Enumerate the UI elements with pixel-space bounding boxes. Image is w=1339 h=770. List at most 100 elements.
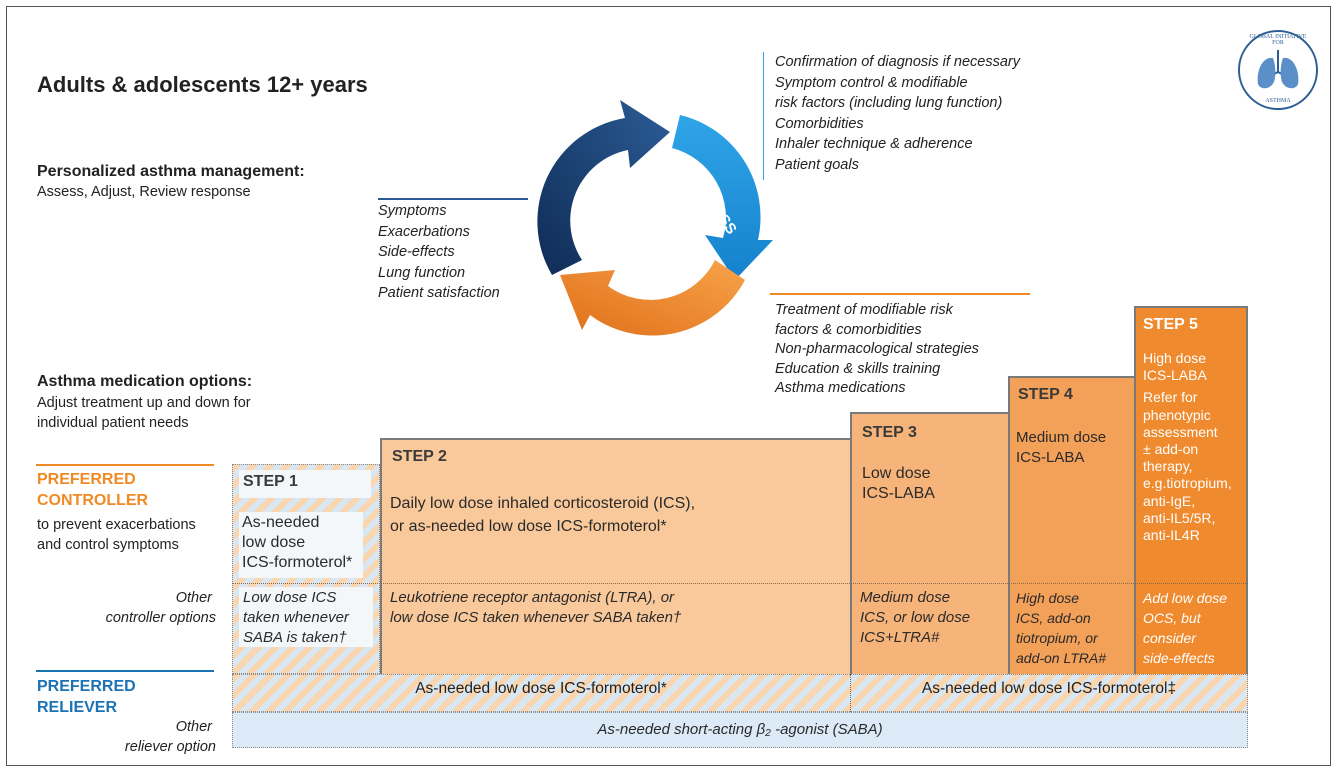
assess-item: Patient goals	[775, 156, 859, 173]
step4-label: STEP 4	[1018, 386, 1073, 403]
adjust-rule	[770, 293, 1030, 295]
step2-column	[380, 438, 850, 674]
step5-other: Add low dose OCS, but consider side-effe…	[1143, 588, 1227, 668]
step3-column	[850, 412, 1008, 674]
other-reliever-row	[232, 712, 1248, 748]
other-reliever-text: As-needed short-acting β₂ -agonist (SABA…	[597, 721, 883, 738]
step5-preferred-line: therapy,	[1143, 458, 1193, 475]
step1-other-box	[239, 587, 373, 647]
step5-preferred-line: High dose	[1143, 350, 1207, 366]
step1-label-box	[239, 470, 371, 498]
assess-item: Inhaler technique & adherence	[775, 136, 973, 152]
preferred-controller-line1: PREFERRED	[37, 471, 136, 488]
adjust-item: factors & comorbidities	[775, 321, 922, 338]
reliever-divider	[850, 674, 851, 712]
step3-other-line: ICS+LTRA#	[860, 629, 940, 646]
controller-rule	[36, 464, 214, 466]
step5-other-line: OCS, but	[1143, 610, 1201, 626]
step1-other-line: taken whenever	[243, 609, 349, 626]
step5-preferred-line: ± add-on	[1143, 441, 1199, 458]
step3-preferred-line: Low dose	[862, 465, 931, 482]
review-rule	[378, 198, 528, 200]
adjust-list: Treatment of modifiable risk factors & c…	[775, 301, 979, 399]
reliever-rule	[36, 670, 214, 672]
step4-other-line: add-on LTRA#	[1016, 650, 1107, 666]
adjust-item: Asthma medications	[775, 380, 906, 396]
review-arc	[537, 100, 670, 275]
preferred-controller-desc1: to prevent exacerbations	[37, 517, 196, 533]
step1-other-line: Low dose ICS	[243, 589, 337, 606]
other-controller-line1: Other	[175, 590, 212, 606]
medication-sub2: individual patient needs	[37, 415, 189, 431]
assess-item: risk factors (including lung function)	[775, 95, 1003, 111]
adjust-item: Non-pharmacological strategies	[775, 341, 979, 357]
step4-preferred-line: Medium dose	[1016, 429, 1107, 446]
step4-column	[1008, 376, 1134, 674]
review-item: Lung function	[378, 264, 466, 281]
step1-preferred: As-needed low dose ICS-formoterol*	[242, 513, 352, 573]
reliever-steps12: As-needed low dose ICS-formoterol*	[415, 680, 667, 697]
review-item: Exacerbations	[378, 223, 470, 240]
step5-preferred-line: phenotypic	[1143, 406, 1211, 423]
step2-preferred: Daily low dose inhaled corticosteroid (I…	[390, 492, 695, 538]
step4-other-line: High dose	[1016, 590, 1080, 606]
step4-other: High dose ICS, add-on tiotropium, or add…	[1016, 588, 1106, 668]
management-cycle	[537, 100, 773, 336]
step4-other-line: tiotropium, or	[1016, 630, 1098, 646]
adjust-item: Education & skills training	[775, 360, 941, 377]
assess-arc	[672, 115, 773, 280]
preferred-reliever-line1: PREFERRED	[37, 678, 136, 695]
step5-label: STEP 5	[1143, 316, 1198, 333]
personalized-subtitle: Assess, Adjust, Review response	[37, 184, 251, 200]
step5-other-line: Add low dose	[1143, 590, 1228, 606]
step2-preferred-line: Daily low dose inhaled corticosteroid (I…	[390, 495, 696, 512]
medication-sub1: Adjust treatment up and down for	[37, 395, 251, 411]
step1-other: Low dose ICS taken whenever SABA is take…	[243, 588, 349, 648]
step5-preferred-line: ICS-LABA	[1143, 367, 1207, 384]
preferred-reliever-line2: RELIEVER	[37, 699, 118, 716]
step3-other-line: Medium dose	[860, 589, 951, 606]
figure-title: Adults & adolescents 12+ years	[37, 72, 368, 97]
other-reliever-line2: reliever option	[124, 739, 216, 755]
step2-preferred-line: or as-needed low dose ICS-formoterol*	[390, 518, 667, 535]
step5-other-line: side-effects	[1143, 650, 1215, 666]
step1-other-line: SABA is taken†	[243, 629, 347, 646]
review-item: Side-effects	[378, 244, 455, 260]
step1-preferred-line: low dose	[242, 534, 306, 551]
step3-other-line: ICS, or low dose	[860, 609, 971, 626]
step4-preferred-line: ICS-LABA	[1016, 449, 1085, 466]
gina-logo	[1238, 30, 1318, 110]
step5-preferred-line: assessment	[1143, 423, 1218, 440]
step3-other: Medium dose ICS, or low dose ICS+LTRA#	[860, 588, 970, 648]
lungs-icon	[1257, 50, 1299, 89]
step2-other-line: low dose ICS taken whenever SABA taken†	[390, 609, 682, 626]
logo-text-bottom: ASTHMA	[1265, 98, 1291, 104]
other-reliever-line1: Other	[175, 719, 212, 735]
step3-preferred: Low dose ICS-LABA	[862, 464, 935, 504]
step5-preferred-line: Refer for	[1143, 389, 1198, 406]
review-list: Symptoms Exacerbations Side-effects Lung…	[378, 198, 530, 304]
figure-frame	[6, 6, 1331, 766]
step4-other-line: ICS, add-on	[1016, 610, 1091, 626]
step2-other: Leukotriene receptor antagonist (LTRA), …	[390, 588, 681, 628]
step5-preferred-line: anti-IL4R	[1143, 527, 1200, 544]
assess-item: Symptom control & modifiable	[775, 74, 968, 91]
controller-row-divider	[232, 583, 1248, 584]
step5-preferred-line: anti-IL5/5R,	[1143, 509, 1216, 526]
step5-other-line: consider	[1143, 630, 1196, 646]
reliever-steps345: As-needed low dose ICS-formoterol‡	[921, 680, 1177, 697]
step4-preferred: Medium dose ICS-LABA	[1016, 428, 1106, 468]
assess-list: Confirmation of diagnosis if necessary S…	[775, 52, 1020, 175]
assess-item: Comorbidities	[775, 115, 864, 132]
step1-preferred-line: ICS-formoterol*	[242, 554, 353, 571]
preferred-reliever-row	[232, 674, 1248, 712]
step3-label: STEP 3	[862, 424, 917, 441]
step1-preferred-line: As-needed	[242, 514, 320, 531]
step3-preferred-line: ICS-LABA	[862, 485, 935, 502]
review-item: Patient satisfaction	[378, 285, 500, 301]
step5-preferred-line: anti-IgE,	[1143, 492, 1196, 509]
logo-text-top: GLOBAL INITIATIVE FOR	[1249, 34, 1307, 46]
adjust-arc	[560, 260, 745, 336]
step5-column	[1134, 306, 1248, 674]
adjust-item: Treatment of modifiable risk	[775, 302, 953, 318]
